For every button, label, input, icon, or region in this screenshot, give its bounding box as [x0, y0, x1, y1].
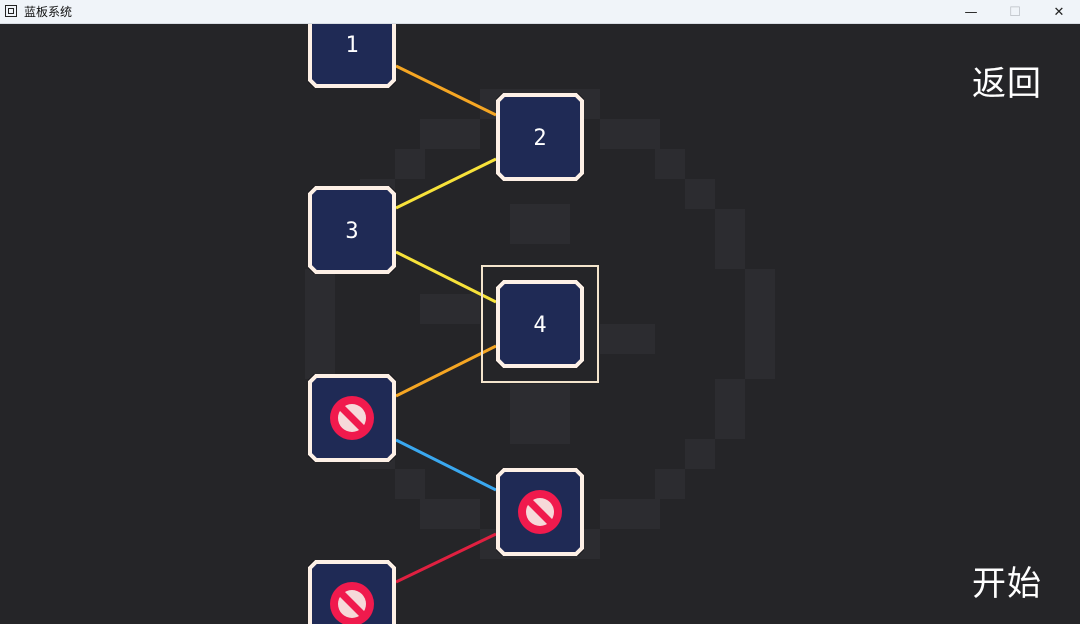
connection-line — [395, 157, 497, 210]
node-label: 1 — [345, 33, 358, 58]
connection-line — [395, 250, 497, 304]
minimize-button[interactable]: — — [964, 4, 978, 20]
connection-line — [395, 438, 497, 492]
maximize-button[interactable]: ☐ — [1009, 4, 1021, 20]
node-label: 2 — [533, 126, 546, 151]
node-n1[interactable]: 1 — [308, 24, 396, 88]
node-label: 4 — [533, 313, 546, 338]
connection-line — [395, 532, 497, 584]
connection-line — [395, 344, 497, 398]
node-n3[interactable]: 3 — [308, 186, 396, 274]
start-button[interactable]: 开始 — [972, 564, 1042, 604]
node-n4[interactable]: 4 — [481, 265, 599, 383]
connection-line — [395, 64, 497, 117]
window-title: 蓝板系统 — [24, 5, 73, 19]
blocked-icon — [330, 396, 374, 440]
app-icon — [5, 5, 17, 17]
node-tile — [496, 93, 584, 181]
node-n6[interactable] — [496, 468, 584, 556]
blocked-icon — [330, 582, 374, 624]
node-n5[interactable] — [308, 374, 396, 462]
node-tile — [308, 186, 396, 274]
blocked-icon — [518, 490, 562, 534]
selection-frame — [481, 265, 599, 383]
title-bar: 蓝板系统 — ☐ ✕ — [0, 0, 1080, 24]
close-button[interactable]: ✕ — [1053, 4, 1065, 20]
node-label: 3 — [345, 219, 358, 244]
back-button[interactable]: 返回 — [972, 64, 1042, 104]
node-board: 1 2 3 4 — [305, 24, 775, 624]
node-n2[interactable]: 2 — [496, 93, 584, 181]
game-stage: 1 2 3 4 返回 开始 — [0, 24, 1080, 624]
node-n7[interactable] — [308, 560, 396, 624]
node-tile — [496, 280, 584, 368]
node-tile — [308, 24, 396, 88]
